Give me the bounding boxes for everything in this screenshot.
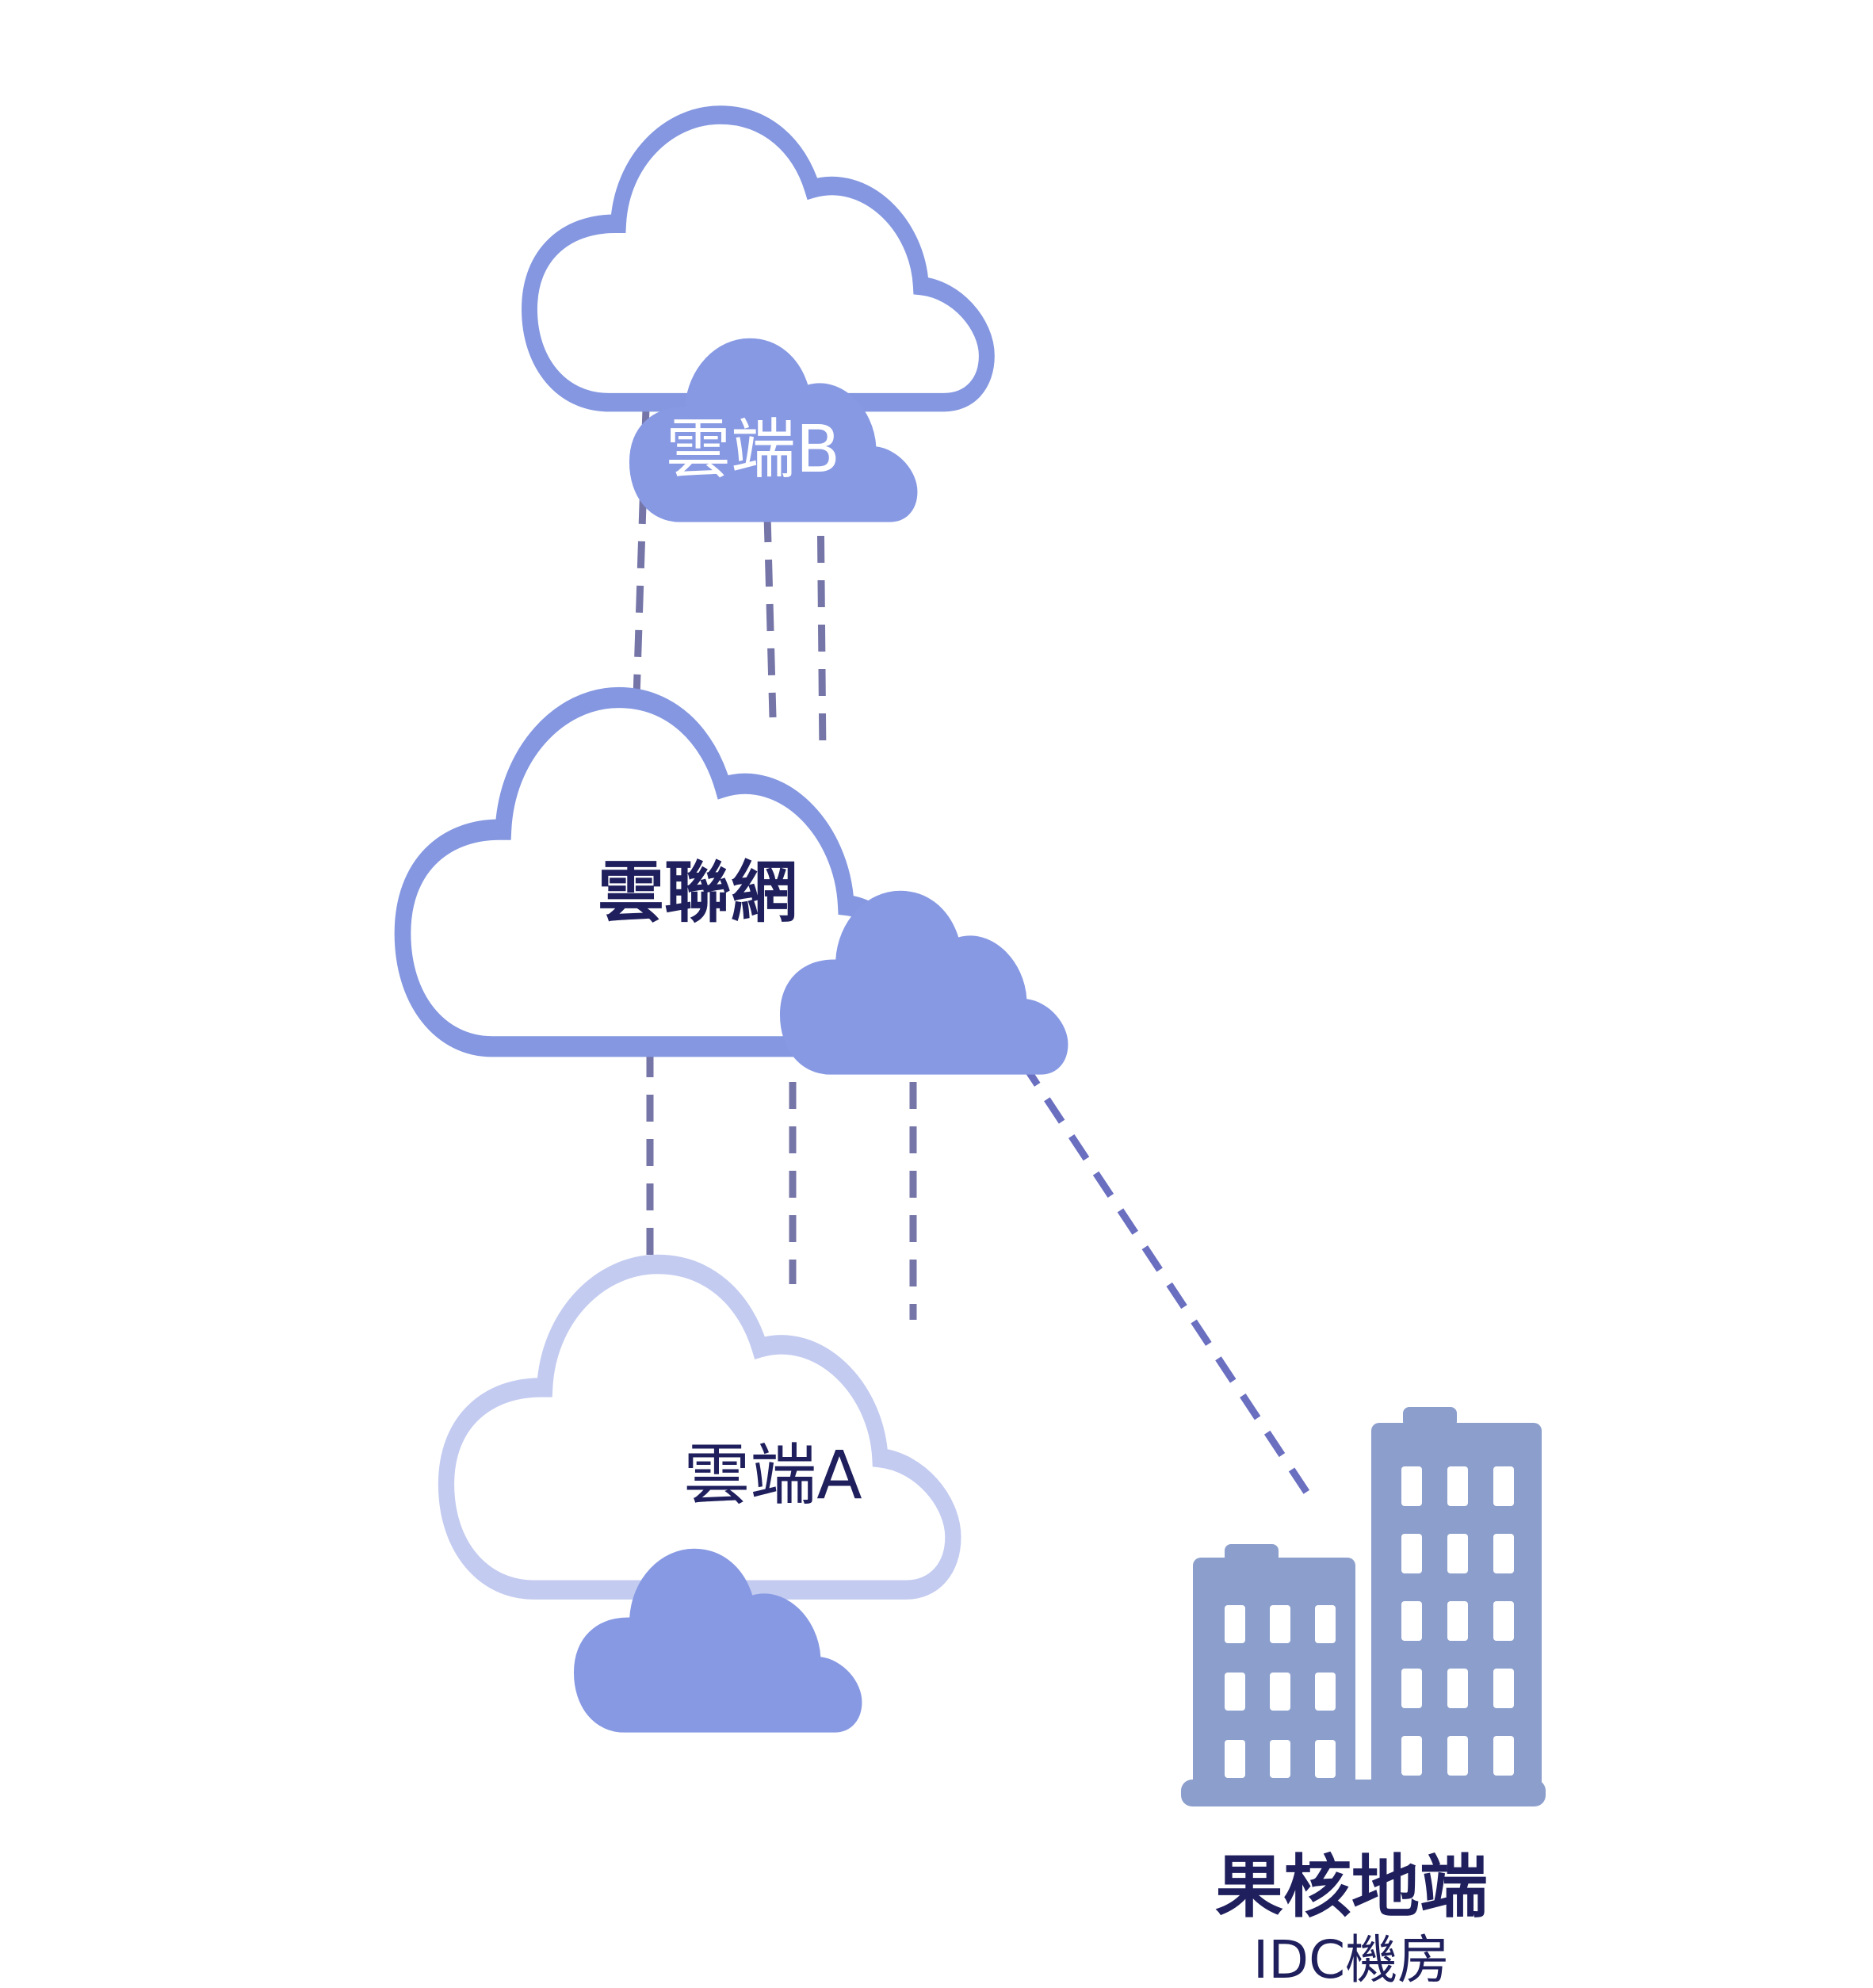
- idc-subtitle: IDC機房: [1253, 1929, 1450, 1988]
- cloud-a-node: 雲端A: [446, 1264, 953, 1733]
- cloud-b-label: 雲端B: [666, 412, 840, 487]
- link-b-network-2: [763, 514, 777, 718]
- cloud-network-label: 雲聯網: [598, 854, 797, 931]
- building-windows: [1225, 1466, 1514, 1778]
- cloud-a-outline-icon: [446, 1264, 953, 1590]
- cloud-a-label: 雲端A: [683, 1436, 862, 1514]
- cloud-network-node: 雲聯網: [403, 698, 1068, 1075]
- link-b-network-3: [816, 491, 827, 758]
- idc-title: 果核地端: [1215, 1848, 1488, 1927]
- link-network-idc: [1019, 1060, 1319, 1508]
- cloud-b-node: 雲端B: [529, 115, 987, 522]
- idc-node: 果核地端 IDC機房: [1181, 1407, 1546, 1988]
- links-network-to-a: [646, 1050, 917, 1320]
